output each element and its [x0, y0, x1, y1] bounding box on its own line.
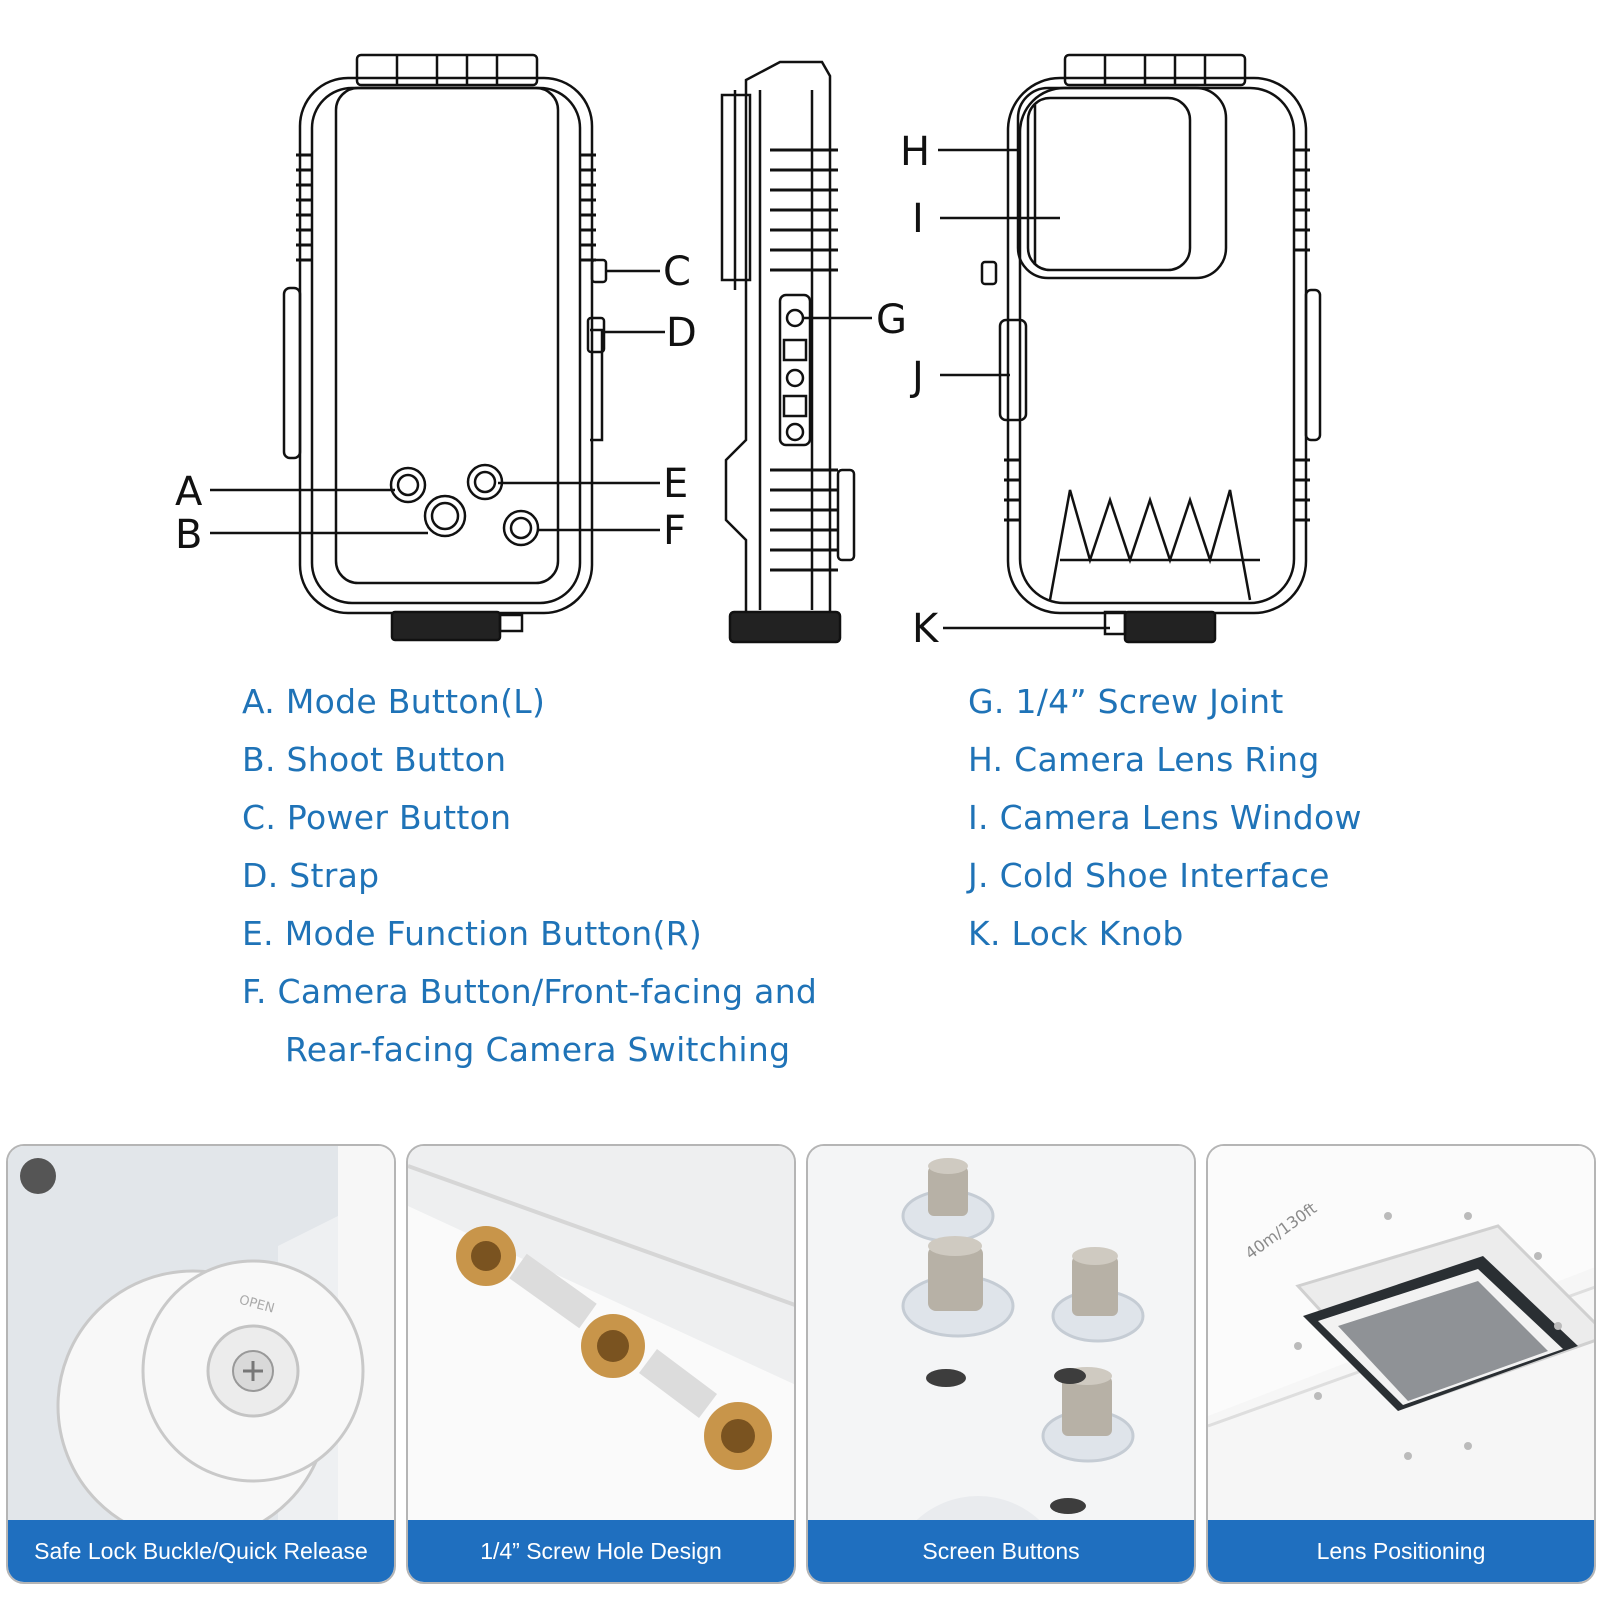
- callout-j: J: [909, 354, 924, 400]
- detail-panel-screen-buttons: Screen Buttons: [806, 1144, 1196, 1584]
- lock-knob-photo: OPEN: [8, 1146, 394, 1582]
- panel-caption: 1/4” Screw Hole Design: [408, 1520, 794, 1582]
- callout-c: C: [663, 249, 691, 295]
- legend-item-f-continued: Rear-facing Camera Switching: [285, 1030, 791, 1069]
- housing-diagram: A B C D E F G H I J K: [175, 53, 1322, 652]
- front-view: [282, 53, 608, 642]
- legend-item-i: I. Camera Lens Window: [968, 798, 1362, 837]
- legend-item-e: E. Mode Function Button(R): [242, 914, 703, 953]
- callout-k: K: [912, 606, 940, 652]
- back-view: [980, 53, 1322, 644]
- legend-right: G. 1/4” Screw Joint H. Camera Lens Ring …: [968, 673, 1362, 963]
- legend-item-f: F. Camera Button/Front-facing and: [242, 972, 818, 1011]
- callout-b: B: [175, 512, 202, 558]
- legend-item-j: J. Cold Shoe Interface: [968, 856, 1330, 895]
- callout-e: E: [663, 461, 688, 507]
- callout-d: D: [666, 310, 697, 356]
- screen-buttons-photo: [808, 1146, 1194, 1582]
- legend-left: A. Mode Button(L) B. Shoot Button C. Pow…: [242, 673, 817, 1079]
- side-view: [720, 60, 856, 644]
- callout-a: A: [175, 469, 203, 515]
- callout-g: G: [876, 297, 907, 343]
- legend-item-c: C. Power Button: [242, 798, 512, 837]
- detail-panel-screw-holes: 1/4” Screw Hole Design: [406, 1144, 796, 1584]
- legend-item-d: D. Strap: [242, 856, 380, 895]
- detail-panel-lock-buckle: OPEN Safe Lock Buckle/Quick Release: [6, 1144, 396, 1584]
- legend-item-b: B. Shoot Button: [242, 740, 507, 779]
- legend-item-k: K. Lock Knob: [968, 914, 1184, 953]
- legend-item-a: A. Mode Button(L): [242, 682, 546, 721]
- panel-caption: Screen Buttons: [808, 1520, 1194, 1582]
- legend-item-h: H. Camera Lens Ring: [968, 740, 1320, 779]
- callout-h: H: [900, 129, 930, 175]
- detail-panel-lens-positioning: 40m/130ft Lens Positioning: [1206, 1144, 1596, 1584]
- lens-positioning-photo: 40m/130ft: [1208, 1146, 1594, 1582]
- screw-holes-photo: [408, 1146, 794, 1582]
- callout-i: I: [912, 196, 924, 242]
- legend-item-g: G. 1/4” Screw Joint: [968, 682, 1284, 721]
- callout-f: F: [663, 508, 686, 554]
- panel-caption: Safe Lock Buckle/Quick Release: [8, 1520, 394, 1582]
- panel-caption: Lens Positioning: [1208, 1520, 1594, 1582]
